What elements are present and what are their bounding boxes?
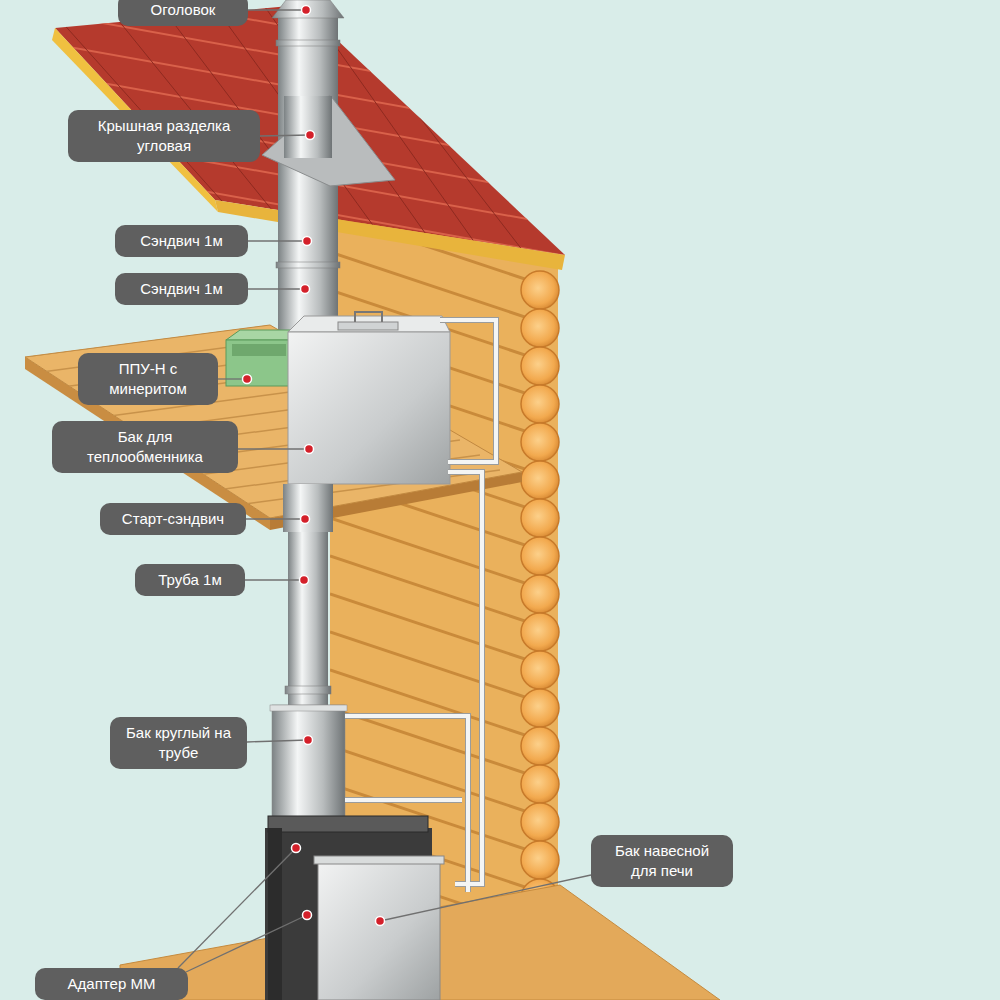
callout-text: Бак круглый на трубе — [120, 723, 237, 763]
hanging-tank — [318, 862, 440, 1000]
callout-text: Труба 1м — [145, 570, 235, 590]
callout-label: Адаптер ММ — [35, 968, 188, 1000]
callout-text: Оголовок — [128, 0, 238, 20]
callout-dots — [243, 6, 385, 926]
callout-text: ППУ-Н с минеритом — [88, 359, 208, 399]
callout-text: Сэндвич 1м — [125, 279, 238, 299]
log-ends — [521, 271, 559, 993]
callout-label: Бак для теплообменника — [52, 421, 238, 473]
callout-text: Крышная разделка угловая — [78, 116, 250, 156]
callout-label: Труба 1м — [135, 564, 245, 596]
lower-pipe — [270, 484, 347, 827]
flashing-collar — [284, 96, 332, 158]
callout-label: Бак круглый на трубе — [110, 717, 247, 769]
chimney-cap — [272, 0, 344, 18]
callout-label: Оголовок — [118, 0, 248, 26]
stove — [265, 816, 444, 1000]
callout-text: Старт-сэндвич — [110, 509, 236, 529]
callout-label: ППУ-Н с минеритом — [78, 353, 218, 405]
callout-label: Сэндвич 1м — [115, 225, 248, 257]
callout-text: Бак для теплообменника — [62, 427, 228, 467]
callout-label: Сэндвич 1м — [115, 273, 248, 305]
round-tank — [272, 705, 345, 827]
callout-text: Сэндвич 1м — [125, 231, 238, 251]
callout-text: Бак навесной для печи — [601, 841, 723, 881]
callout-label: Старт-сэндвич — [100, 503, 246, 535]
roof-flashing — [262, 95, 395, 186]
callout-label: Крышная разделка угловая — [68, 110, 260, 162]
start-sandwich — [283, 484, 333, 532]
callout-label: Бак навесной для печи — [591, 835, 733, 887]
heat-exchanger-tank — [288, 312, 450, 484]
ceiling — [0, 320, 522, 530]
water-pipes — [345, 320, 496, 892]
callout-text: Адаптер ММ — [45, 974, 178, 994]
roof-eave — [215, 200, 565, 270]
